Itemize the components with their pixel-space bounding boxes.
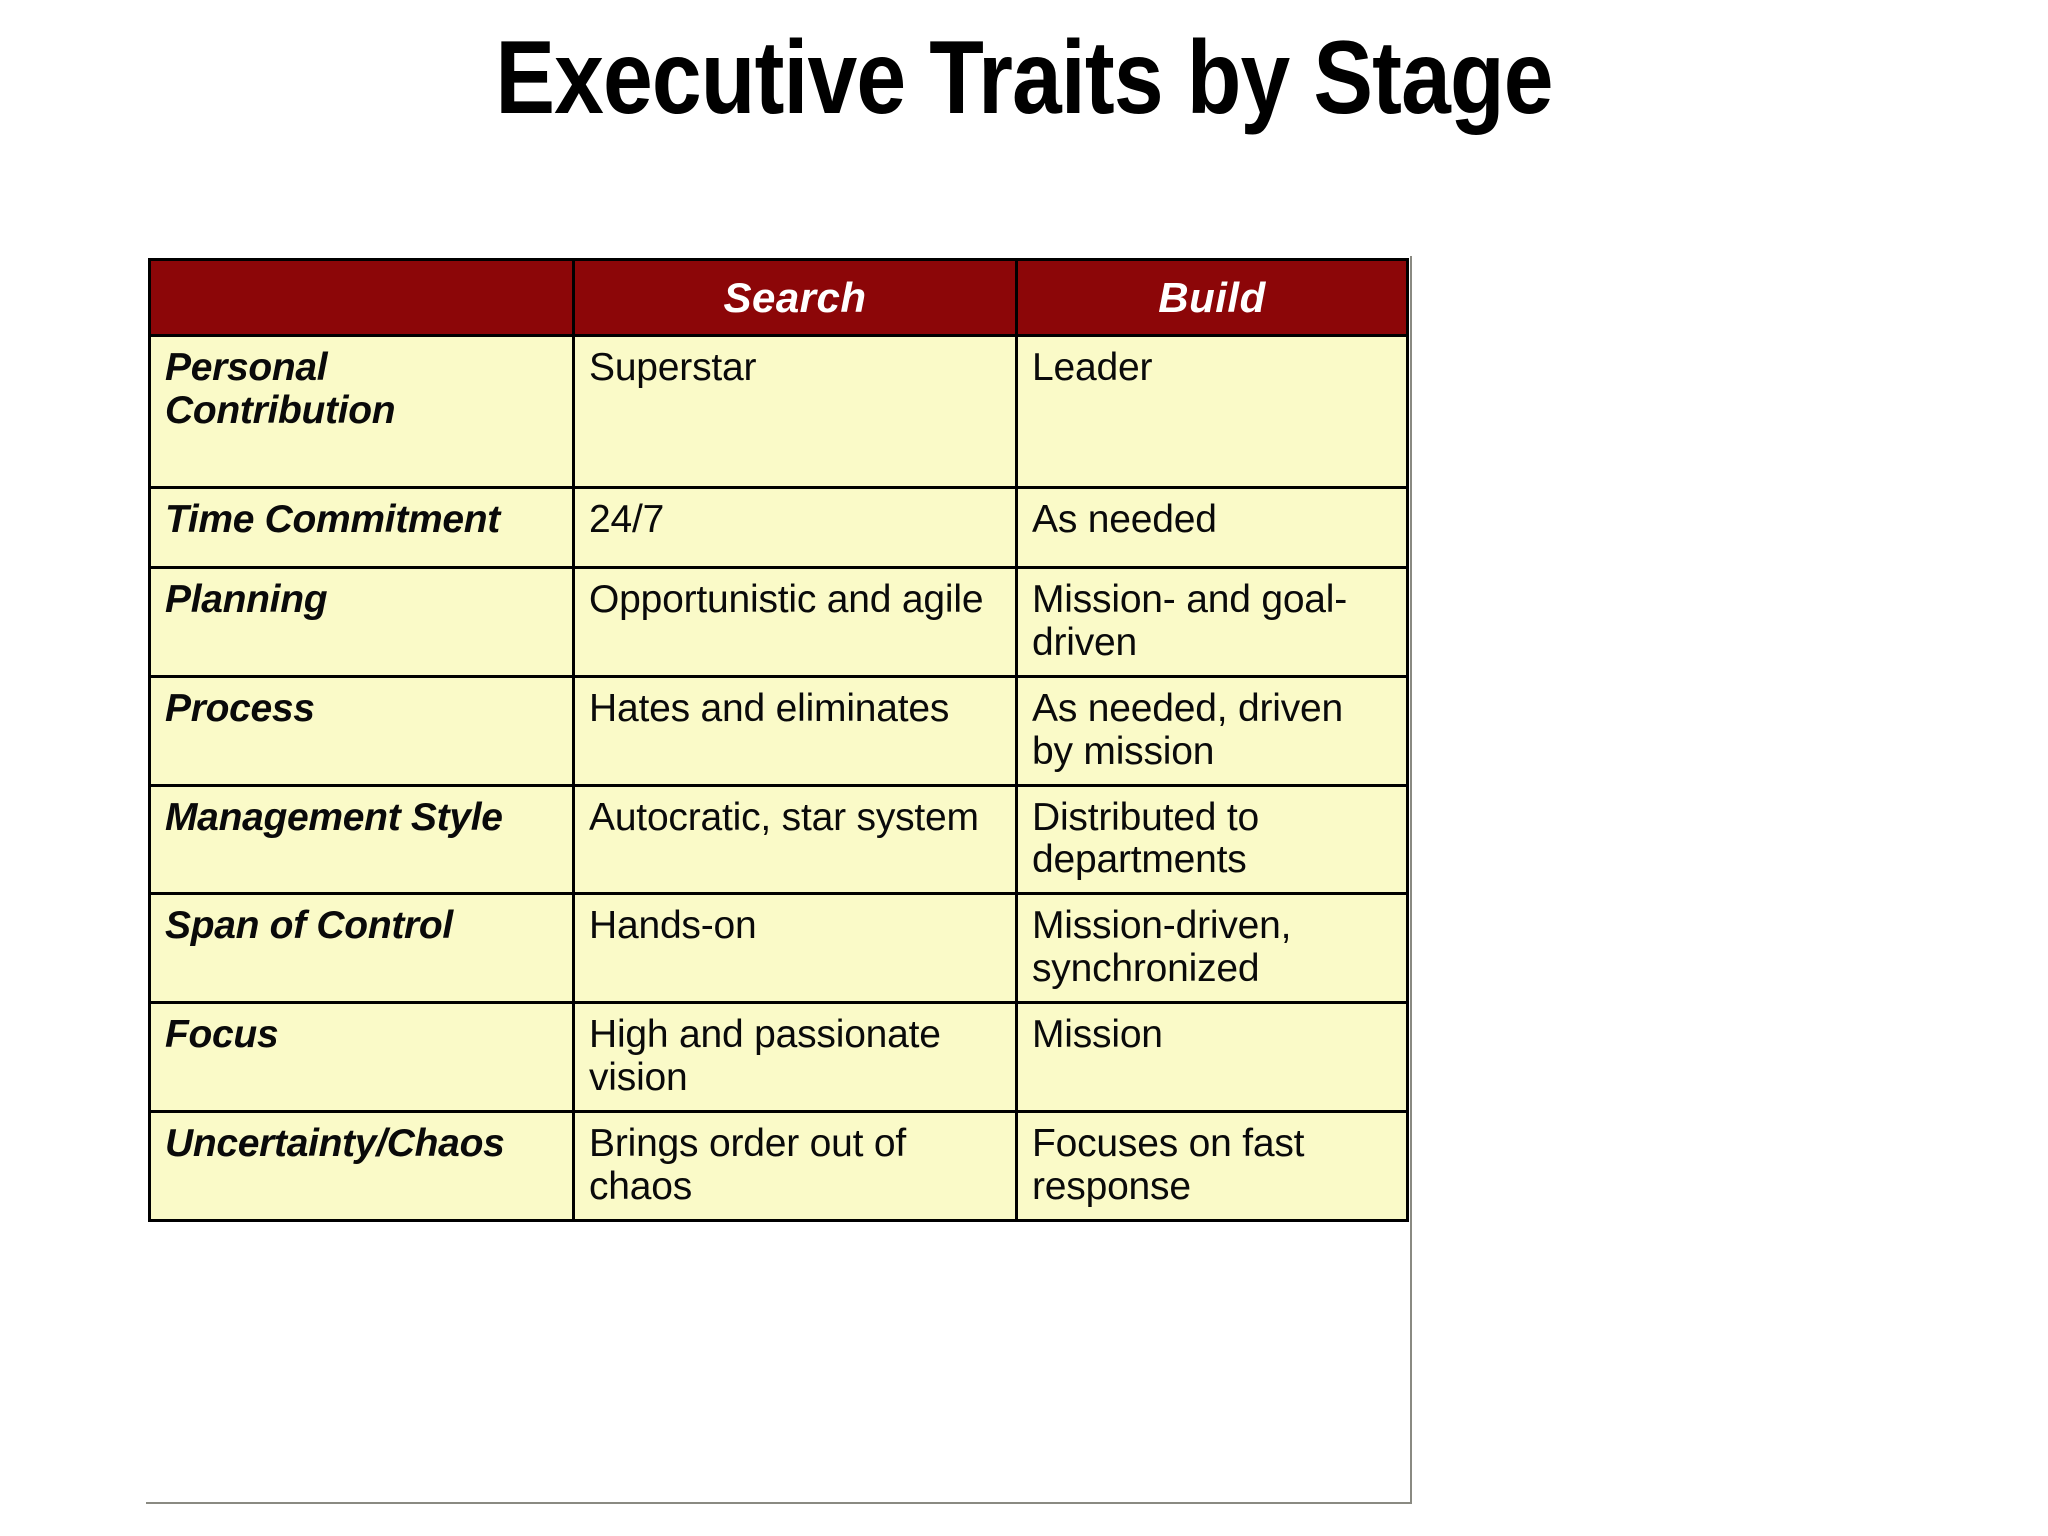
row-search-value: Superstar xyxy=(572,334,1018,489)
row-search-value: Hates and eliminates xyxy=(572,674,1018,787)
table-row: Time Commitment 24/7 As needed xyxy=(148,486,1409,569)
row-trait-label: Focus xyxy=(148,1001,575,1113)
row-build-value: Mission xyxy=(1015,1001,1409,1113)
column-header-search: Search xyxy=(572,258,1018,337)
row-build-value: Focuses on fast response xyxy=(1015,1109,1409,1222)
row-build-value: Mission-driven, synchronized xyxy=(1015,892,1409,1005)
table-row: Span of Control Hands-on Mission-driven,… xyxy=(148,892,1409,1005)
table-row: Planning Opportunistic and agile Mission… xyxy=(148,566,1409,678)
row-search-value: 24/7 xyxy=(572,486,1018,569)
row-search-value: Autocratic, star system xyxy=(572,783,1018,896)
row-build-value: Distributed to departments xyxy=(1015,783,1409,896)
table-row: Personal Contribution Superstar Leader xyxy=(148,334,1409,489)
table-row: Uncertainty/Chaos Brings order out of ch… xyxy=(148,1109,1409,1222)
row-trait-label: Process xyxy=(148,674,575,787)
row-trait-label: Planning xyxy=(148,566,575,678)
page-title: Executive Traits by Stage xyxy=(495,20,1553,136)
row-build-value: Mission- and goal-driven xyxy=(1015,566,1409,678)
table-row: Process Hates and eliminates As needed, … xyxy=(148,674,1409,787)
row-trait-label: Time Commitment xyxy=(148,486,575,569)
row-trait-label: Uncertainty/Chaos xyxy=(148,1109,575,1222)
row-trait-label: Personal Contribution xyxy=(148,334,575,489)
row-build-value: Leader xyxy=(1015,334,1409,489)
row-build-value: As needed xyxy=(1015,486,1409,569)
row-search-value: Hands-on xyxy=(572,892,1018,1005)
row-trait-label: Management Style xyxy=(148,783,575,896)
table-row: Management Style Autocratic, star system… xyxy=(148,783,1409,896)
table-header: Search Build xyxy=(148,258,1409,337)
row-search-value: High and passionate vision xyxy=(572,1001,1018,1113)
row-trait-label: Span of Control xyxy=(148,892,575,1005)
row-search-value: Opportunistic and agile xyxy=(572,566,1018,678)
table-body: Personal Contribution Superstar Leader T… xyxy=(148,334,1409,1222)
row-build-value: As needed, driven by mission xyxy=(1015,674,1409,787)
column-header-trait xyxy=(148,258,575,337)
column-header-build: Build xyxy=(1015,258,1409,337)
row-search-value: Brings order out of chaos xyxy=(572,1109,1018,1222)
table-header-row: Search Build xyxy=(148,258,1409,337)
executive-traits-table: Search Build Personal Contribution Super… xyxy=(148,258,1409,1222)
table-row: Focus High and passionate vision Mission xyxy=(148,1001,1409,1113)
